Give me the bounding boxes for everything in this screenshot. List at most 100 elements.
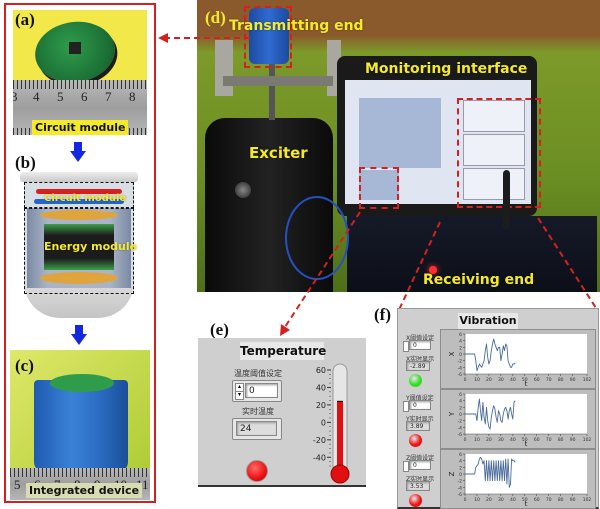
y-tick-label: -2 (458, 359, 463, 365)
vibration-dashed-box (457, 98, 541, 208)
panel-label-c: (c) (15, 356, 34, 375)
y-axis-label: Y (448, 411, 456, 417)
x-tick-label: 60 (534, 377, 540, 383)
x-tick-label: 20 (486, 437, 492, 443)
thermometer-tick-label: 40 (316, 383, 326, 392)
fixture-left (215, 40, 233, 96)
x-tick-label: 80 (558, 377, 564, 383)
device-lid (20, 172, 138, 182)
x-tick-label: 40 (510, 497, 516, 503)
plot-area (465, 394, 587, 434)
x-tick-label: 10 (474, 437, 480, 443)
vibration-series-line (465, 338, 516, 372)
y-tick-label: 6 (459, 332, 462, 338)
monitoring-interface-screen (345, 80, 531, 204)
interface-chart-3 (463, 168, 525, 200)
y-tick-label: -6 (458, 432, 463, 438)
y-threshold-input[interactable]: 0 (409, 400, 431, 410)
monitoring-interface-label: Monitoring interface (365, 61, 528, 77)
realtime-temp-display-frame: 24 (232, 418, 282, 440)
transmitting-dashed-box (244, 6, 292, 68)
energy-core (44, 224, 114, 270)
ruler-number: 3 (13, 89, 18, 104)
spinner-arrows-icon[interactable] (403, 461, 409, 472)
temperature-title: Temperature (240, 342, 327, 360)
x-tick-label: 30 (498, 437, 504, 443)
y-axis-label: X (448, 351, 456, 356)
pcb-chip (69, 42, 81, 54)
antenna (503, 170, 510, 230)
x-tick-label: 50 (522, 377, 528, 383)
x-tick-label: 40 (510, 377, 516, 383)
thermometer-tick-label: 20 (316, 401, 326, 410)
x-tick-label: 70 (546, 497, 552, 503)
x-tick-label: 80 (558, 497, 564, 503)
y-tick-label: 2 (459, 405, 462, 411)
x-tick-label: 70 (546, 437, 552, 443)
x-tick-label: 30 (498, 377, 504, 383)
threshold-input[interactable]: 0 (245, 383, 278, 398)
z-threshold-label: Z阈值设定 (406, 455, 435, 462)
panel-label-b: (b) (15, 153, 36, 172)
thermometer-tick-label: -40 (313, 453, 326, 462)
z-realtime-label: Z实时显示 (406, 476, 435, 483)
circuit-dashed-box (24, 182, 134, 208)
temperature-alarm-led (246, 460, 268, 482)
ruler-number: 5 (57, 89, 64, 104)
transmitting-end-label: Transmitting end (229, 18, 364, 34)
x-tick-label: 0 (464, 497, 467, 503)
y-tick-label: 2 (459, 345, 462, 351)
y-tick-label: 0 (459, 472, 462, 478)
temperature-dashed-box (359, 167, 399, 209)
threshold-spinner[interactable]: ▴ ▾ 0 (232, 380, 282, 402)
x-axis-label: t (525, 500, 528, 508)
x-axis-label: t (525, 440, 528, 448)
blue-cylinder (34, 380, 128, 472)
x-tick-label: 60 (534, 437, 540, 443)
panel-label-d: (d) (205, 8, 226, 27)
thermometer-tick-label: 0 (321, 418, 326, 427)
energy-coil-top (40, 210, 118, 220)
circuit-module-photo: 3 4 5 6 7 8 Circuit module (13, 10, 147, 135)
exciter-label: Exciter (249, 144, 308, 162)
vibration-series-line (465, 456, 516, 488)
spinner-arrows-icon[interactable] (403, 401, 409, 412)
x-threshold-input[interactable]: 0 (409, 340, 431, 350)
interface-temp-pane (359, 170, 399, 200)
circuit-module-label: Circuit module (44, 193, 127, 204)
y-tick-label: 2 (459, 465, 462, 471)
y-tick-label: 4 (459, 399, 462, 405)
ruler-number: 7 (105, 89, 112, 104)
down-arrow-icon (70, 142, 86, 162)
plot-area (465, 454, 587, 494)
y-tick-label: -2 (458, 479, 463, 485)
fixture-rod (269, 60, 275, 120)
threshold-label: 温度阈值设定 (234, 369, 282, 378)
thermometer-fill (337, 401, 343, 470)
y-tick-label: -4 (458, 425, 463, 431)
integrated-device-caption: Integrated device (26, 483, 143, 498)
x-tick-label: 80 (558, 437, 564, 443)
spinner-down-button[interactable]: ▾ (235, 391, 244, 400)
interface-chart-1 (463, 100, 525, 132)
x-threshold-spinner[interactable]: 0 (403, 340, 433, 352)
thermometer-tick-label: 60 (316, 366, 326, 375)
y-threshold-spinner[interactable]: 0 (403, 400, 433, 412)
z-threshold-spinner[interactable]: 0 (403, 460, 433, 472)
arrowhead-icon (158, 33, 168, 43)
thermometer-bulb (330, 464, 350, 484)
transmitting-device (249, 8, 289, 64)
x-alarm-led (409, 374, 422, 387)
spinner-arrows-icon[interactable] (403, 341, 409, 352)
x-tick-label: 60 (534, 497, 540, 503)
x-realtime-label: X实时显示 (406, 356, 435, 363)
x-tick-label: 90 (570, 437, 576, 443)
y-tick-label: -6 (458, 372, 463, 378)
z-threshold-input[interactable]: 0 (409, 460, 431, 470)
